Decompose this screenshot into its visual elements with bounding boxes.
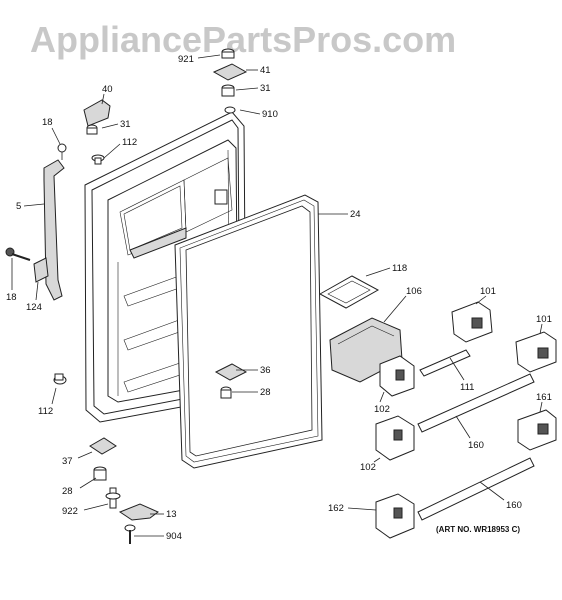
callout-161: 161: [536, 392, 552, 403]
part-31-left: [86, 124, 98, 135]
callout-18-bottom: 18: [6, 292, 17, 303]
callout-24: 24: [350, 209, 361, 220]
part-160-lower-bar: [417, 457, 535, 521]
callout-102-lower: 102: [360, 462, 376, 473]
callout-41: 41: [260, 65, 271, 76]
part-18-screw-top: [57, 143, 67, 160]
callout-112-lower: 112: [38, 406, 53, 417]
callout-102-upper: 102: [374, 404, 390, 415]
art-number: (ART NO. WR18953 C): [436, 525, 520, 534]
callout-118: 118: [392, 263, 407, 274]
part-921: [221, 48, 235, 59]
callout-28-top: 28: [260, 387, 271, 398]
part-112-top: [91, 154, 105, 165]
part-13-hinge: [118, 503, 159, 521]
part-161: [517, 409, 557, 451]
part-31-top: [221, 84, 235, 97]
part-160-upper-bar: [417, 373, 535, 433]
part-102-upper: [379, 355, 415, 397]
callout-5: 5: [16, 201, 21, 212]
watermark-text: AppliancePartsPros.com: [30, 19, 456, 60]
part-112-lower: [53, 373, 67, 385]
part-118-cover: [318, 275, 380, 309]
callout-160-lower: 160: [506, 500, 522, 511]
callout-910: 910: [262, 109, 278, 120]
part-28-bushing-bottom: [93, 466, 107, 481]
part-28-bushing-top: [220, 386, 232, 399]
part-111-bar: [419, 349, 471, 377]
callout-112-top: 112: [122, 137, 137, 148]
callout-18-top: 18: [42, 117, 53, 128]
part-124-bracket: [33, 257, 49, 283]
callout-124: 124: [26, 302, 42, 313]
callout-922: 922: [62, 506, 78, 517]
callout-101-right: 101: [536, 314, 552, 325]
part-18-screw-bottom: [5, 247, 31, 261]
callout-36: 36: [260, 365, 271, 376]
callout-37: 37: [62, 456, 73, 467]
callout-162: 162: [328, 503, 344, 514]
part-904-screw: [124, 524, 136, 544]
callout-31-top: 31: [260, 83, 271, 94]
part-922-pin: [105, 487, 121, 509]
part-101-right: [515, 331, 557, 373]
part-910-screw: [224, 106, 236, 114]
callout-labels: 921 41 31 910 40 31 18 112 5 24 18 124 1…: [6, 54, 552, 542]
part-36-plate: [214, 363, 248, 381]
callout-101-upper: 101: [480, 286, 496, 297]
callout-28-bottom: 28: [62, 486, 73, 497]
part-41-plate: [212, 63, 248, 81]
part-5-handle: [43, 159, 65, 301]
part-101-upper: [451, 301, 493, 343]
door-gasket: [174, 194, 323, 469]
part-40-hinge: [83, 99, 111, 127]
callout-904: 904: [166, 531, 182, 542]
part-162: [375, 493, 415, 539]
part-37-plate: [89, 437, 117, 455]
callout-160-upper: 160: [468, 440, 484, 451]
callout-40: 40: [102, 84, 113, 95]
callout-31-left: 31: [120, 119, 131, 130]
leader-lines: [11, 54, 543, 537]
callout-13: 13: [166, 509, 177, 520]
callout-106: 106: [406, 286, 422, 297]
callout-921: 921: [178, 54, 194, 65]
callout-111: 111: [460, 382, 474, 393]
part-102-lower: [375, 415, 415, 461]
